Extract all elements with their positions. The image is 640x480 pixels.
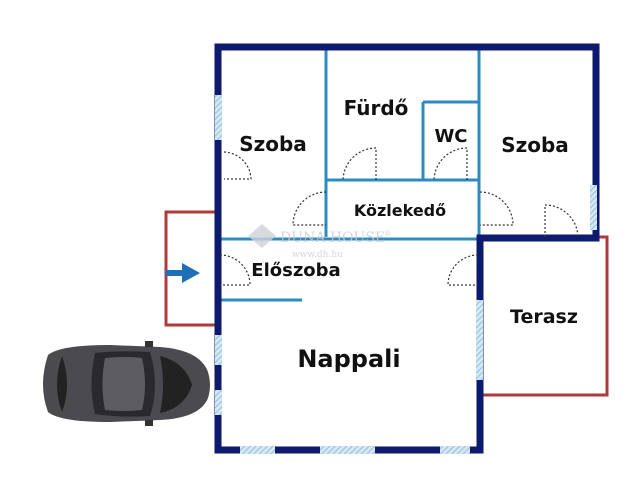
duna-house-watermark: DUNA HOUSE ® www.dh.hu	[248, 224, 391, 260]
car-icon	[43, 341, 210, 426]
doors	[219, 147, 579, 286]
room-label-wc: WC	[434, 126, 467, 147]
watermark-url: www.dh.hu	[292, 250, 343, 260]
room-label-kozlekedo: Közlekedő	[354, 201, 446, 220]
room-label-eloszoba: Előszoba	[251, 260, 340, 281]
duna-house-logo-icon	[248, 224, 276, 248]
room-label-nappali: Nappali	[297, 345, 400, 373]
outer-walls	[214, 43, 600, 454]
windows	[215, 95, 597, 454]
room-label-terasz: Terasz	[510, 306, 578, 328]
entrance-arrow-icon	[165, 263, 200, 283]
watermark-brand: DUNA HOUSE	[280, 230, 385, 246]
room-label-szoba-left: Szoba	[239, 132, 307, 156]
room-label-szoba-right: Szoba	[501, 133, 569, 157]
watermark-registered: ®	[384, 230, 391, 238]
room-label-furdo: Fürdő	[344, 96, 409, 120]
entrance-outline	[164, 210, 218, 327]
